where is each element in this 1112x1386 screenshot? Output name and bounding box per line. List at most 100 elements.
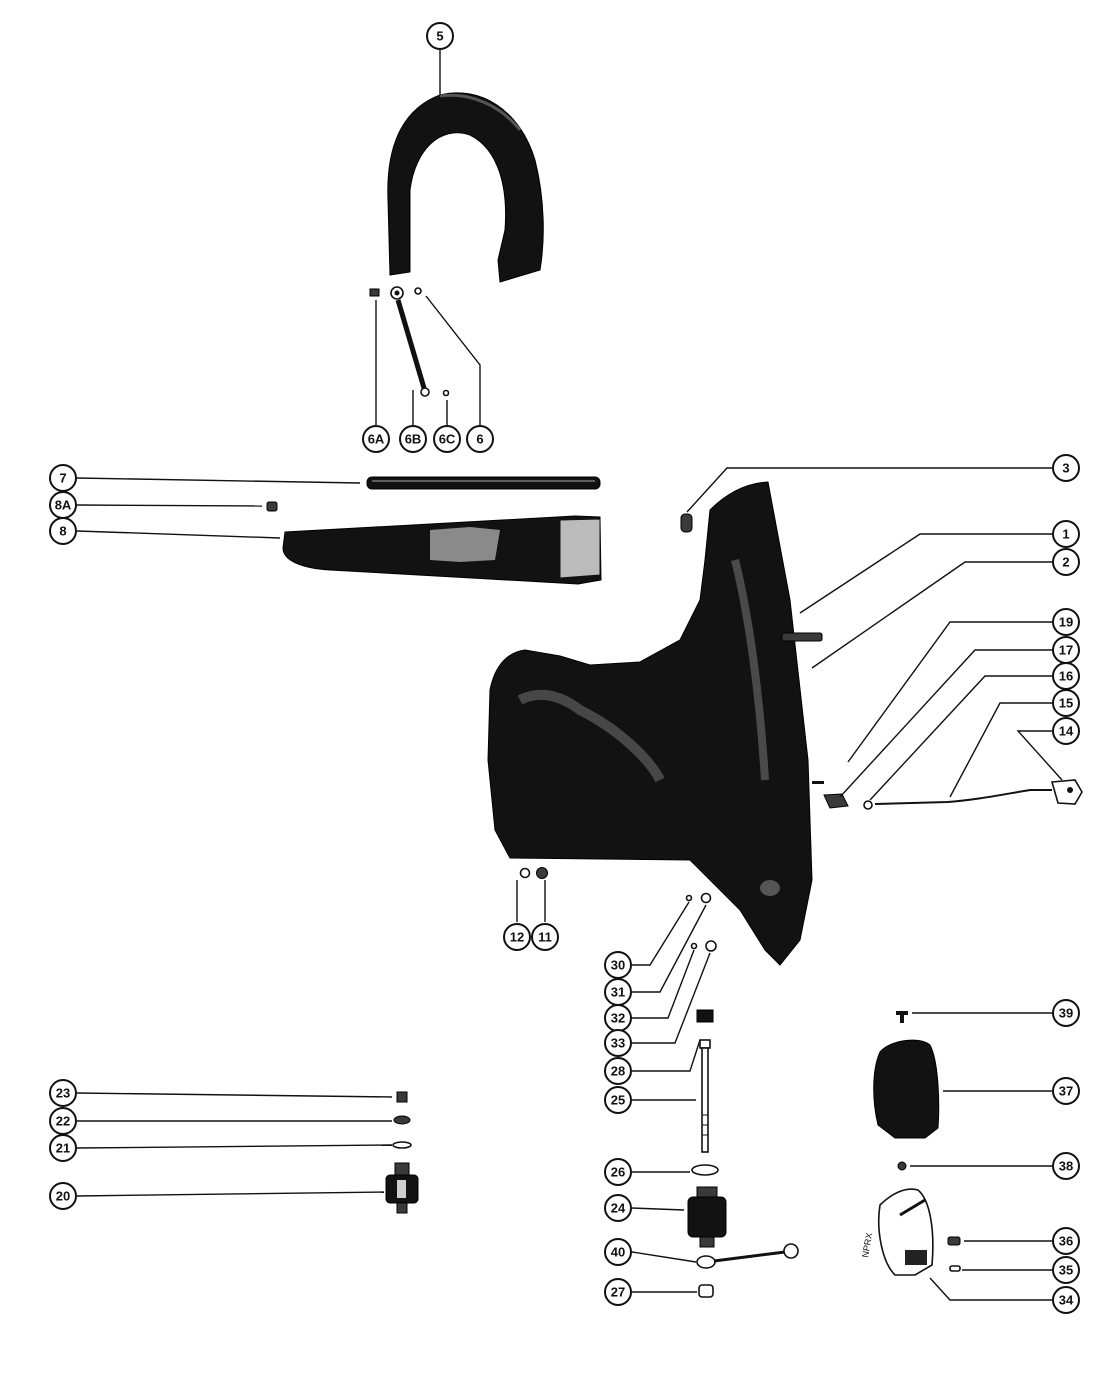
callout-15: 15 — [1052, 689, 1080, 717]
svg-text:8A: 8A — [55, 498, 72, 513]
svg-text:28: 28 — [611, 1064, 625, 1079]
part-20-23-fitting-set — [385, 1091, 419, 1214]
svg-text:16: 16 — [1059, 669, 1073, 684]
svg-text:32: 32 — [611, 1011, 625, 1026]
callout-36: 36 — [1052, 1227, 1080, 1255]
callout-23: 23 — [49, 1079, 77, 1107]
callout-21: 21 — [49, 1134, 77, 1162]
callout-8a: 8A — [49, 491, 77, 519]
svg-text:NPRX: NPRX — [860, 1232, 874, 1258]
svg-text:35: 35 — [1059, 1263, 1073, 1278]
svg-text:15: 15 — [1059, 696, 1073, 711]
part-34-bracket: NPRX — [860, 1188, 934, 1276]
svg-text:38: 38 — [1059, 1159, 1073, 1174]
svg-text:6B: 6B — [405, 432, 422, 447]
callout-31: 31 — [604, 978, 632, 1006]
svg-text:22: 22 — [56, 1114, 70, 1129]
svg-text:26: 26 — [611, 1165, 625, 1180]
callout-33: 33 — [604, 1029, 632, 1057]
part-24-fitting — [687, 1186, 727, 1248]
part-3-grommet — [680, 513, 693, 533]
part-8-exhaust-tube — [282, 515, 602, 585]
svg-text:3: 3 — [1062, 461, 1069, 476]
leader-lines — [76, 50, 1063, 1301]
callout-12: 12 — [503, 923, 531, 951]
callout-32: 32 — [604, 1004, 632, 1032]
svg-text:7: 7 — [59, 471, 66, 486]
part-30-33-hardware — [685, 892, 717, 952]
part-12-11-washers — [519, 867, 548, 879]
part-26-washer — [691, 1164, 719, 1176]
svg-text:20: 20 — [56, 1189, 70, 1204]
callout-37: 37 — [1052, 1077, 1080, 1105]
svg-text:25: 25 — [611, 1093, 625, 1108]
callout-35: 35 — [1052, 1256, 1080, 1284]
svg-text:31: 31 — [611, 985, 625, 1000]
part-40-strap — [696, 1243, 799, 1269]
callout-28: 28 — [604, 1057, 632, 1085]
svg-text:33: 33 — [611, 1036, 625, 1051]
callout-14: 14 — [1052, 717, 1080, 745]
callout-38: 38 — [1052, 1152, 1080, 1180]
part-36-screw — [947, 1236, 961, 1246]
svg-text:17: 17 — [1059, 643, 1073, 658]
callout-25: 25 — [604, 1086, 632, 1114]
callout-24: 24 — [604, 1194, 632, 1222]
part-37-cover — [873, 1039, 940, 1139]
svg-text:14: 14 — [1059, 724, 1074, 739]
callout-40: 40 — [604, 1238, 632, 1266]
part-2-stud — [781, 632, 823, 642]
callout-19: 19 — [1052, 608, 1080, 636]
svg-text:34: 34 — [1059, 1293, 1074, 1308]
callout-2: 2 — [1052, 548, 1080, 576]
svg-text:12: 12 — [510, 930, 524, 945]
svg-text:27: 27 — [611, 1285, 625, 1300]
callout-39: 39 — [1052, 999, 1080, 1027]
svg-text:1: 1 — [1062, 527, 1069, 542]
svg-text:37: 37 — [1059, 1084, 1073, 1099]
svg-text:40: 40 — [611, 1245, 625, 1260]
part-39-screw — [896, 1011, 908, 1023]
part-38-washer — [897, 1161, 907, 1171]
part-shift-linkage — [812, 779, 1083, 810]
callout-8: 8 — [49, 517, 77, 545]
part-1-driveshaft-housing — [487, 481, 813, 966]
callout-7: 7 — [49, 464, 77, 492]
callout-5: 5 — [426, 22, 454, 50]
part-35-screw — [949, 1265, 961, 1272]
callout-26: 26 — [604, 1158, 632, 1186]
svg-text:19: 19 — [1059, 615, 1073, 630]
callout-6c: 6C — [433, 425, 461, 453]
part-7-tube — [366, 476, 601, 490]
svg-text:39: 39 — [1059, 1006, 1073, 1021]
callout-6: 6 — [466, 425, 494, 453]
part-6-link-assembly — [369, 286, 450, 397]
svg-text:11: 11 — [538, 930, 552, 945]
callout-27: 27 — [604, 1278, 632, 1306]
callout-16: 16 — [1052, 662, 1080, 690]
callout-6a: 6A — [362, 425, 390, 453]
callout-17: 17 — [1052, 636, 1080, 664]
svg-text:24: 24 — [611, 1201, 626, 1216]
svg-text:21: 21 — [56, 1141, 70, 1156]
svg-text:5: 5 — [436, 29, 443, 44]
svg-text:2: 2 — [1062, 555, 1069, 570]
callout-3: 3 — [1052, 454, 1080, 482]
part-25-bolt — [699, 1039, 711, 1153]
svg-text:36: 36 — [1059, 1234, 1073, 1249]
svg-text:30: 30 — [611, 958, 625, 973]
callout-6b: 6B — [399, 425, 427, 453]
svg-text:6: 6 — [476, 432, 483, 447]
callout-30: 30 — [604, 951, 632, 979]
callout-22: 22 — [49, 1107, 77, 1135]
part-5-seal — [387, 92, 544, 283]
callout-34: 34 — [1052, 1286, 1080, 1314]
part-8a-plug — [266, 501, 278, 512]
callout-11: 11 — [531, 923, 559, 951]
part-28-nut — [696, 1009, 714, 1023]
part-27-cap — [698, 1284, 714, 1298]
svg-text:23: 23 — [56, 1086, 70, 1101]
callout-20: 20 — [49, 1182, 77, 1210]
